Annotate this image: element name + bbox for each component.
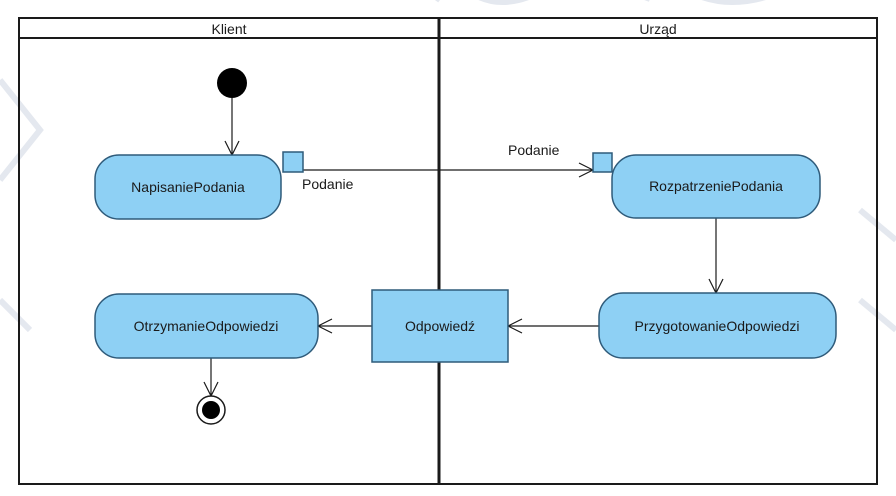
action-label-przygotowanie: PrzygotowanieOdpowiedzi bbox=[634, 318, 800, 334]
action-rozpatrzenie-podania bbox=[611, 154, 821, 219]
initial-node bbox=[217, 68, 247, 98]
action-label-napisanie: NapisaniePodania bbox=[131, 179, 245, 195]
action-otrzymanie-odpowiedzi bbox=[94, 293, 319, 359]
input-pin bbox=[592, 152, 613, 173]
action-napisanie-podania bbox=[94, 154, 282, 220]
object-node-odpowiedz bbox=[371, 289, 509, 363]
lane-header-klient: Klient bbox=[211, 21, 247, 37]
output-pin-label: Podanie bbox=[302, 176, 354, 192]
object-label-odpowiedz: Odpowiedź bbox=[404, 318, 476, 334]
swimlane-pool bbox=[18, 17, 878, 485]
input-pin-label: Podanie bbox=[508, 142, 560, 158]
action-przygotowanie-odpowiedzi bbox=[598, 292, 837, 359]
final-node-core bbox=[202, 401, 220, 419]
lane-header-urzad: Urząd bbox=[639, 21, 677, 37]
output-pin bbox=[282, 151, 304, 173]
action-label-rozpatrzenie: RozpatrzeniePodania bbox=[649, 178, 783, 194]
action-label-otrzymanie: OtrzymanieOdpowiedzi bbox=[133, 318, 279, 334]
